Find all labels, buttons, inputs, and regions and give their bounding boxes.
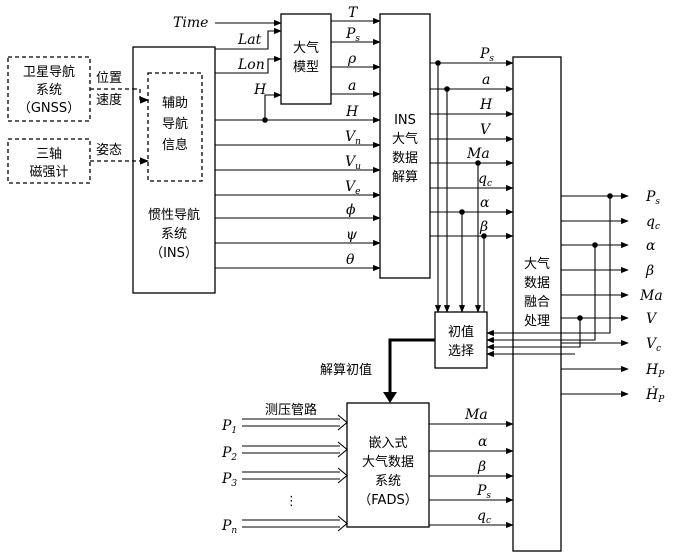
ins-out-Vu: Vu [345, 154, 361, 172]
fads-out-Ma: Ma [464, 407, 488, 423]
final-out-Hp-dot: ḢP [645, 385, 665, 405]
fads-in-P2: P2 [221, 445, 237, 463]
position-label: 位置 [96, 71, 122, 86]
ins-out-psi: ψ [346, 227, 358, 243]
svg-text:大气数据: 大气数据 [362, 454, 414, 470]
svg-text:系统: 系统 [375, 474, 401, 489]
svg-text:（GNSS）: （GNSS） [18, 101, 80, 116]
svg-text:嵌入式: 嵌入式 [368, 436, 407, 451]
svg-text:大气: 大气 [293, 40, 319, 56]
final-out-Ps: Ps [645, 189, 660, 207]
init-feedback [486, 193, 613, 358]
final-out-Vc: Vc [646, 336, 661, 354]
fusion-block: 大气 数据 融合 处理 [512, 56, 562, 552]
velocity-label: 速度 [96, 92, 122, 108]
svg-text:（INS）: （INS） [150, 246, 198, 261]
svg-text:模型: 模型 [293, 60, 319, 75]
svg-text:初值: 初值 [448, 324, 474, 340]
svg-text:融合: 融合 [524, 295, 550, 310]
ins-out-Ve: Ve [345, 179, 360, 197]
svg-text:导航: 导航 [162, 116, 188, 132]
solve-init-label: 解算初值 [320, 362, 372, 378]
fads-in-P1: P1 [221, 418, 237, 436]
svg-text:数据: 数据 [524, 276, 550, 291]
h-label: H [253, 82, 267, 98]
svg-text:INS: INS [394, 113, 416, 128]
svg-text:卫星导航: 卫星导航 [23, 64, 75, 80]
pressure-line-label: 测压管路 [265, 402, 317, 418]
svg-text:系统: 系统 [161, 227, 187, 242]
insadc-out-V: V [480, 122, 492, 138]
ins-out-theta: θ [346, 252, 355, 268]
svg-text:大气: 大气 [392, 131, 418, 147]
insadc-out-alpha: α [480, 195, 490, 211]
fads-inputs: 测压管路 P1 P2 P3 Pn ⋮ [221, 402, 348, 536]
fads-block: 嵌入式 大气数据 系统 （FADS） [346, 402, 430, 528]
final-out-Hp: HP [645, 362, 665, 380]
ins-out-Vn: Vn [345, 129, 361, 147]
time-label: Time [173, 15, 208, 31]
svg-text:信息: 信息 [162, 137, 188, 153]
fads-out-beta: β [477, 459, 486, 475]
final-out-V: V [646, 311, 658, 327]
svg-text:辅助: 辅助 [162, 96, 188, 111]
atm-inputs: Time Lat Lon H [173, 15, 282, 123]
lat-label: Lat [237, 32, 262, 48]
magnetometer-block: 三轴 磁强计 [7, 138, 91, 184]
insadc-out-Ma: Ma [466, 146, 490, 162]
insadc-out-a: a [482, 72, 490, 88]
fads-out-Ps: Ps [476, 483, 491, 501]
attitude-label: 姿态 [96, 142, 122, 158]
gnss-block: 卫星导航 系统 （GNSS） [7, 56, 91, 122]
fads-in-P3: P3 [221, 471, 237, 489]
init-taps [434, 60, 487, 313]
init-to-fads: 解算初值 [320, 338, 435, 403]
fads-out-qc: qc [477, 508, 491, 526]
atm-out-T: T [348, 5, 359, 21]
svg-text:（FADS）: （FADS） [358, 493, 417, 508]
svg-text:惯性导航: 惯性导航 [148, 207, 200, 223]
initial-value-select-block: 初值 选择 [434, 311, 488, 369]
svg-text:数据: 数据 [392, 151, 418, 166]
ins-out-phi: ϕ [346, 202, 356, 218]
fads-out-alpha: α [478, 434, 488, 450]
ellipsis-dots: ⋮ [285, 494, 298, 509]
final-out-qc: qc [646, 214, 660, 232]
insadc-out-Ps: Ps [479, 46, 494, 64]
final-out-alpha: α [646, 238, 656, 254]
final-out-Ma: Ma [639, 288, 663, 304]
svg-text:处理: 处理 [524, 314, 550, 329]
lon-label: Lon [237, 57, 265, 73]
insadc-outputs: Ps a H V Ma qc α β [430, 46, 514, 240]
atm-out-a: a [348, 78, 356, 94]
svg-text:三轴: 三轴 [36, 147, 62, 162]
gnss-aux-connectors: 位置 速度 姿态 [90, 71, 149, 165]
ins-out-H: H [345, 104, 359, 120]
insadc-out-beta: β [479, 219, 488, 235]
final-outputs: Ps qc α β Ma V Vc HP ḢP [561, 189, 665, 405]
svg-text:选择: 选择 [448, 344, 474, 359]
fads-in-Pn: Pn [221, 518, 237, 536]
atm-out-rho: ρ [347, 51, 357, 67]
insadc-out-qc: qc [478, 171, 492, 189]
fads-outputs: Ma α β Ps qc [429, 407, 514, 529]
svg-text:解算: 解算 [392, 170, 418, 185]
atm-outputs: T Ps ρ a [331, 5, 381, 98]
aux-nav-info-block: 辅助 导航 信息 [147, 72, 203, 182]
svg-text:系统: 系统 [36, 83, 62, 98]
svg-text:磁强计: 磁强计 [29, 165, 68, 180]
atmosphere-model-block: 大气 模型 [280, 13, 332, 105]
insadc-out-H: H [479, 97, 493, 113]
svg-text:大气: 大气 [524, 256, 550, 272]
atm-out-Ps: Ps [345, 26, 360, 44]
ins-outputs: H Vn Vu Ve ϕ ψ θ [215, 104, 381, 272]
ins-air-data-block: INS 大气 数据 解算 [379, 13, 431, 279]
final-out-beta: β [645, 263, 654, 279]
